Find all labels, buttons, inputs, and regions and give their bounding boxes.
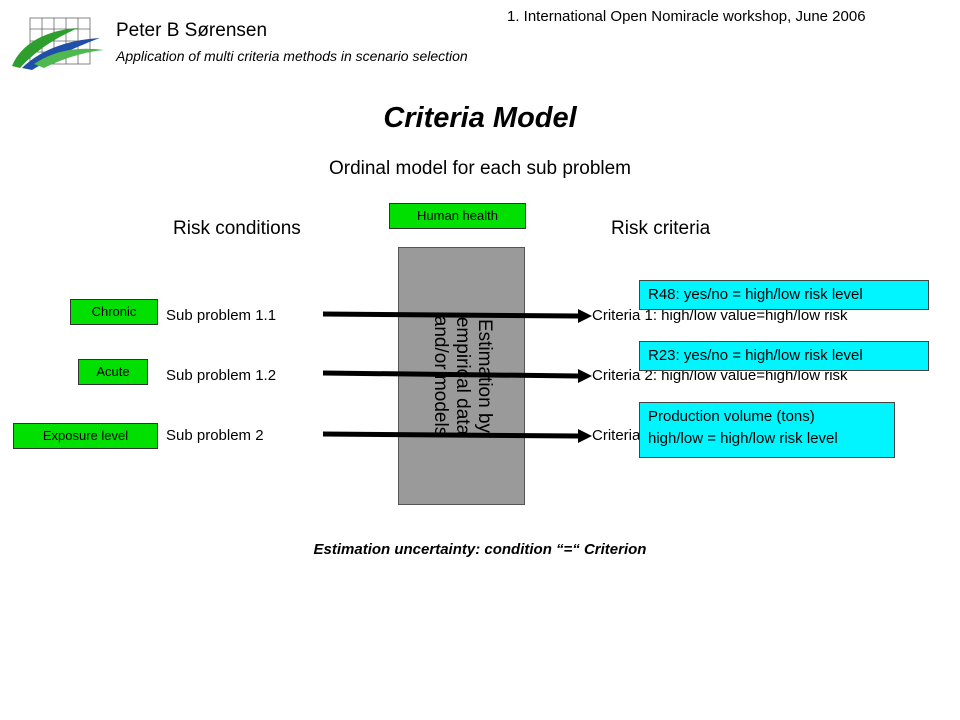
risk-criteria-heading: Risk criteria <box>611 218 711 239</box>
author-name: Peter B Sørensen <box>116 20 268 41</box>
arrow-row-1 <box>322 311 579 319</box>
arrow-head-row-3 <box>578 429 592 443</box>
arrow-head-row-2 <box>578 369 592 383</box>
criteria-1-label: Criteria 1: high/low value=high/low risk <box>592 307 848 324</box>
sub-problem-1-1-label: Sub problem 1.1 <box>166 307 277 324</box>
production-volume-line-1: Production volume (tons) <box>648 408 815 425</box>
arrow-row-3 <box>322 431 579 439</box>
nomiracle-logo-icon <box>12 17 104 70</box>
r48-note: R48: yes/no = high/low risk level <box>639 280 929 310</box>
slide-title: Criteria Model <box>383 102 577 134</box>
sub-problem-1-2-label: Sub problem 1.2 <box>166 367 277 384</box>
production-volume-line-2: high/low = high/low risk level <box>648 430 838 447</box>
workshop-label: 1. International Open Nomiracle workshop… <box>507 8 866 25</box>
estimation-uncertainty-footer: Estimation uncertainty: condition “=“ Cr… <box>313 541 647 558</box>
presentation-subtitle: Application of multi criteria methods in… <box>116 48 468 64</box>
criteria-2-label: Criteria 2: high/low value=high/low risk <box>592 367 848 384</box>
arrow-row-2 <box>322 370 579 379</box>
slide-subtitle: Ordinal model for each sub problem <box>328 158 632 179</box>
exposure-level-tag: Exposure level <box>13 423 158 449</box>
risk-conditions-heading: Risk conditions <box>173 218 301 239</box>
arrow-head-row-1 <box>578 309 592 323</box>
chronic-tag: Chronic <box>70 299 158 325</box>
human-health-tag: Human health <box>389 203 526 229</box>
production-volume-note: Production volume (tons) high/low = high… <box>639 402 895 458</box>
r23-note: R23: yes/no = high/low risk level <box>639 341 929 371</box>
sub-problem-2-label: Sub problem 2 <box>166 427 264 444</box>
acute-tag: Acute <box>78 359 148 385</box>
